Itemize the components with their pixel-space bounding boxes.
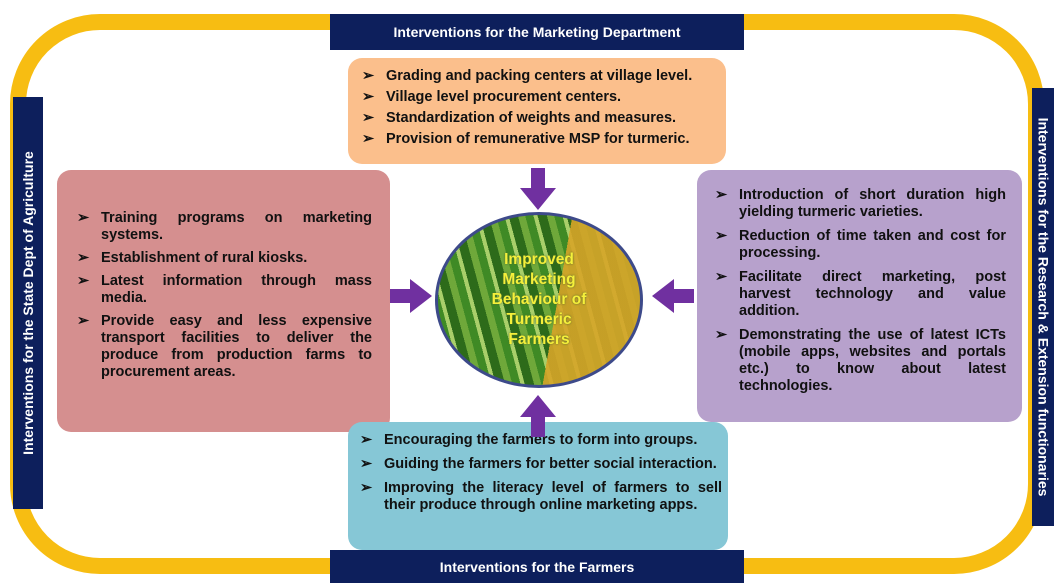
- bullet-arrow-icon: ➢: [360, 480, 373, 496]
- list-item: ➢Guiding the farmers for better social i…: [360, 456, 717, 472]
- bullet-arrow-icon: ➢: [77, 250, 90, 266]
- list-item: ➢Reduction of time taken and cost for pr…: [715, 228, 1006, 261]
- list-item: ➢Encouraging the farmers to form into gr…: [360, 432, 698, 448]
- bullet-arrow-icon: ➢: [77, 313, 90, 329]
- bullet-arrow-icon: ➢: [715, 269, 728, 285]
- bullet-arrow-icon: ➢: [77, 273, 90, 289]
- arrow-down-icon: [520, 168, 556, 210]
- research-extension-interventions-box: ➢Introduction of short duration high yie…: [697, 170, 1022, 422]
- bullet-arrow-icon: ➢: [715, 327, 728, 343]
- banner-bottom-label: Interventions for the Farmers: [439, 558, 635, 575]
- center-outcome-circle: Improved Marketing Behaviour of Turmeric…: [435, 212, 643, 388]
- list-item: ➢Training programs on marketing systems.: [77, 210, 372, 243]
- arrow-right-icon: [390, 279, 432, 313]
- banner-top-label: Interventions for the Marketing Departme…: [393, 24, 681, 40]
- banner-state-dept: Interventions for the State Dept of Agri…: [13, 97, 43, 509]
- list-item: ➢Establishment of rural kiosks.: [77, 250, 308, 266]
- list-item: ➢Facilitate direct marketing, post harve…: [715, 269, 1006, 319]
- list-item: ➢Provision of remunerative MSP for turme…: [362, 131, 690, 147]
- bullet-arrow-icon: ➢: [362, 131, 375, 147]
- list-item: ➢Provide easy and less expensive transpo…: [77, 313, 372, 380]
- bullet-arrow-icon: ➢: [362, 89, 375, 105]
- bullet-arrow-icon: ➢: [362, 68, 375, 84]
- state-dept-interventions-box: ➢Training programs on marketing systems.…: [57, 170, 390, 432]
- arrow-left-icon: [652, 279, 694, 313]
- bullet-arrow-icon: ➢: [362, 110, 375, 126]
- bullet-arrow-icon: ➢: [360, 432, 373, 448]
- banner-right-label: Interventions for the Research & Extensi…: [1035, 117, 1051, 497]
- list-item: ➢Introduction of short duration high yie…: [715, 187, 1006, 220]
- bullet-arrow-icon: ➢: [360, 456, 373, 472]
- list-item: ➢Standardization of weights and measures…: [362, 110, 677, 126]
- arrow-up-icon: [520, 395, 556, 437]
- banner-research-extension: Interventions for the Research & Extensi…: [1032, 88, 1054, 526]
- list-item: ➢Improving the literacy level of farmers…: [360, 480, 722, 513]
- banner-marketing-department: Interventions for the Marketing Departme…: [330, 14, 744, 50]
- list-item: ➢Grading and packing centers at village …: [362, 68, 693, 84]
- farmers-interventions-box: ➢Encouraging the farmers to form into gr…: [348, 422, 728, 550]
- list-item: ➢Demonstrating the use of latest ICTs (m…: [715, 327, 1006, 394]
- list-item: ➢Latest information through mass media.: [77, 273, 372, 306]
- bullet-arrow-icon: ➢: [715, 187, 728, 203]
- list-item: ➢Village level procurement centers.: [362, 89, 622, 105]
- bullet-arrow-icon: ➢: [77, 210, 90, 226]
- bullet-arrow-icon: ➢: [715, 228, 728, 244]
- banner-left-label: Interventions for the State Dept of Agri…: [20, 151, 36, 455]
- center-outcome-label: Improved Marketing Behaviour of Turmeric…: [491, 251, 587, 348]
- banner-farmers: Interventions for the Farmers: [330, 550, 744, 583]
- marketing-interventions-box: ➢Grading and packing centers at village …: [348, 58, 726, 164]
